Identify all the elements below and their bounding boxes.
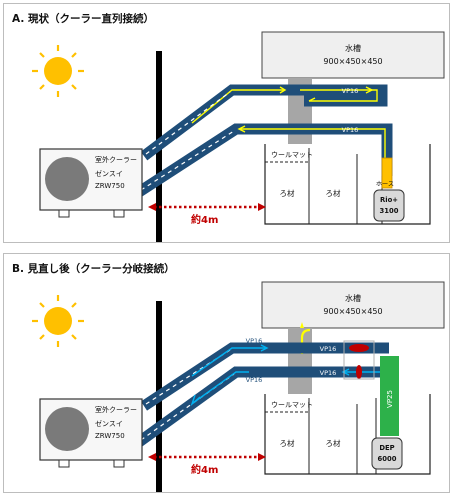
cooler-model: ZRW750	[95, 432, 125, 440]
panel-a-diagram: 水槽 900×450×450 ウールマット ろ材 ろ材	[32, 31, 445, 242]
cooler-model: ZRW750	[95, 182, 125, 190]
pump-model: 6000	[378, 455, 397, 463]
outdoor-cooler	[39, 148, 143, 218]
panel-b-diagram: 水槽 900×450×450 ウールマット ろ材 ろ材	[32, 281, 445, 492]
vp25-pipe	[380, 356, 399, 436]
hose	[381, 157, 393, 189]
pump-rio	[373, 189, 405, 222]
pump-name: Rio+	[380, 196, 398, 204]
pipe-label-lower-left: VP16	[246, 376, 263, 384]
media-label-2: ろ材	[326, 438, 341, 448]
sun-icon	[32, 295, 84, 347]
pipe-label-upper-left: VP16	[246, 337, 263, 345]
tank-label: 水槽	[345, 43, 361, 53]
panel-a-title: A. 現状（クーラー直列接続）	[12, 13, 154, 25]
pump-model: 3100	[380, 207, 399, 215]
pipe-label-upper-right: VP16	[320, 345, 337, 353]
pipe-label-vp16-bottom: VP16	[342, 126, 359, 134]
wool-mat-label: ウールマット	[271, 151, 313, 159]
pump-dep	[371, 437, 403, 470]
distance-arrow	[148, 453, 266, 461]
distance-label: 約4m	[191, 463, 218, 476]
aquarium-tank	[261, 281, 445, 329]
media-label-2: ろ材	[326, 188, 341, 198]
tank-return-flow	[300, 328, 311, 354]
hose-label: ホース	[376, 181, 394, 188]
flow-arrows-from-cooler	[191, 344, 269, 377]
drain-pipe	[288, 328, 312, 394]
distance-label: 約4m	[191, 213, 218, 226]
cooler-label: 室外クーラー	[95, 155, 137, 164]
flow-arrows-to-cooler	[190, 368, 384, 407]
media-label-1: ろ材	[280, 438, 295, 448]
aquarium-tank	[261, 31, 445, 79]
media-label-1: ろ材	[280, 188, 295, 198]
tank-size: 900×450×450	[323, 57, 382, 66]
panel-current-setup: A. 現状（クーラー直列接続） 水槽 900×450×450	[3, 3, 450, 243]
outdoor-cooler	[39, 398, 143, 468]
valve-lower	[356, 365, 362, 379]
cooler-brand: ゼンスイ	[95, 169, 123, 178]
pipe-label-lower-right: VP16	[320, 369, 337, 377]
pipe-label-vp16-top: VP16	[342, 87, 359, 95]
pipe-network	[135, 342, 389, 447]
pump-name: DEP	[379, 444, 394, 452]
wool-mat-label: ウールマット	[271, 401, 313, 409]
cooler-brand: ゼンスイ	[95, 419, 123, 428]
flow-arrows	[191, 86, 386, 172]
cooler-label: 室外クーラー	[95, 405, 137, 414]
panel-revised-setup: B. 見直し後（クーラー分岐接続） 水槽 900×450×450	[3, 253, 450, 493]
valve-upper	[349, 344, 369, 352]
panel-b-title: B. 見直し後（クーラー分岐接続）	[12, 263, 175, 275]
vp25-label: VP25	[386, 390, 394, 408]
tank-size: 900×450×450	[323, 307, 382, 316]
distance-arrow	[148, 203, 266, 211]
tank-label: 水槽	[345, 293, 361, 303]
sun-icon	[32, 45, 84, 97]
pipe-network	[136, 84, 393, 197]
